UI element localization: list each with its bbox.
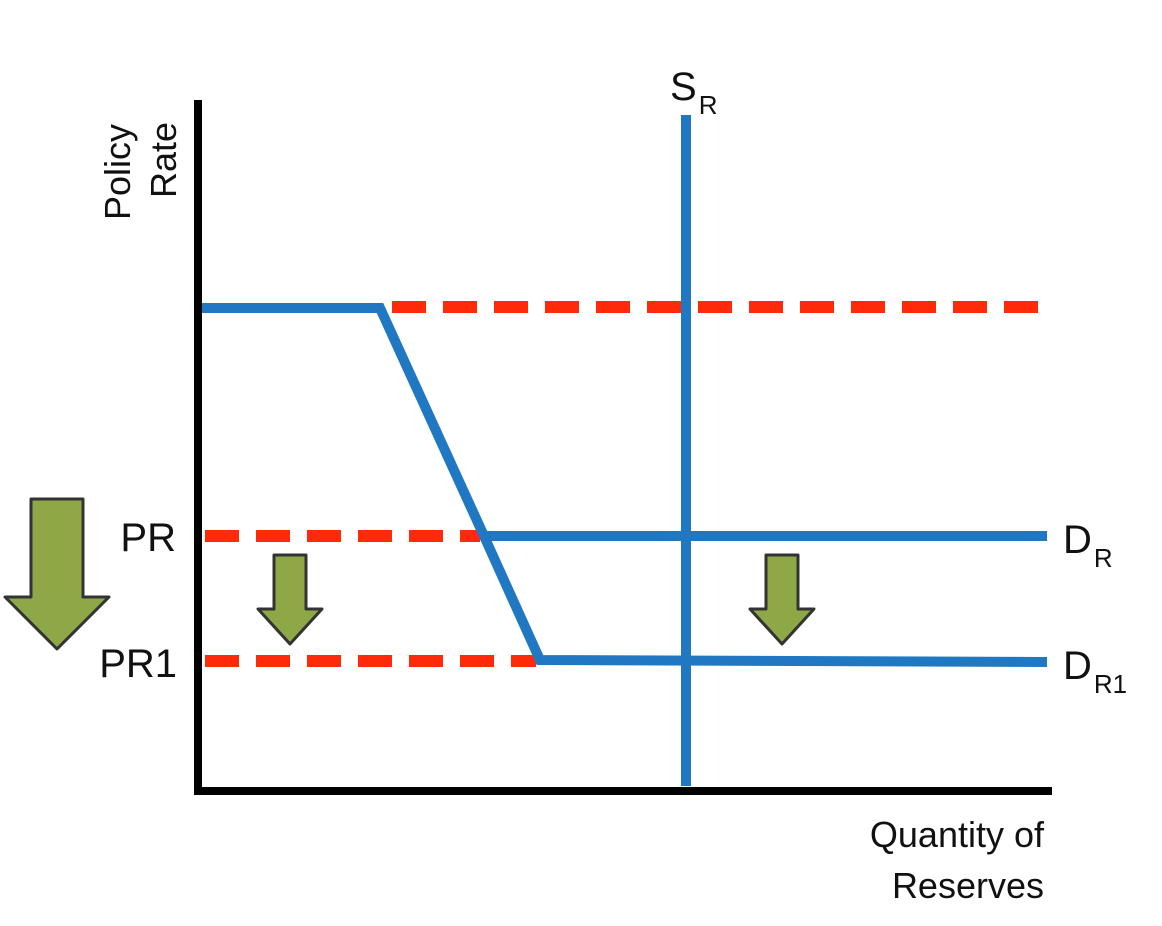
supply-label: SR	[670, 65, 717, 120]
y-axis-label: Policy	[97, 124, 138, 220]
demand-curve-dr1	[479, 533, 1048, 667]
demand-label-main: D	[1063, 518, 1092, 562]
y-axis-label-line1: Policy	[97, 124, 138, 220]
demand-curve-dr	[200, 303, 1047, 541]
demand-label-sub: R	[1094, 543, 1113, 573]
demand-label: DR	[1063, 518, 1113, 573]
x-axis-label-line1: Quantity of	[870, 814, 1045, 855]
down-arrow-icon	[748, 553, 816, 646]
y-axis-label-group: Rate	[143, 122, 184, 198]
supply-label-sub: R	[699, 90, 718, 120]
pr-label: PR	[120, 516, 176, 560]
y-axis-label-line2: Rate	[143, 122, 184, 198]
demand-new-label: DR1	[1063, 644, 1127, 699]
demand-new-label-sub: R1	[1094, 669, 1127, 699]
pr1-label: PR1	[99, 642, 177, 686]
demand-new-label-main: D	[1063, 644, 1092, 688]
down-arrow-icon	[256, 553, 324, 646]
x-axis-label-line2: Reserves	[892, 865, 1044, 906]
down-arrow-icon	[3, 497, 111, 651]
supply-label-main: S	[670, 65, 697, 109]
